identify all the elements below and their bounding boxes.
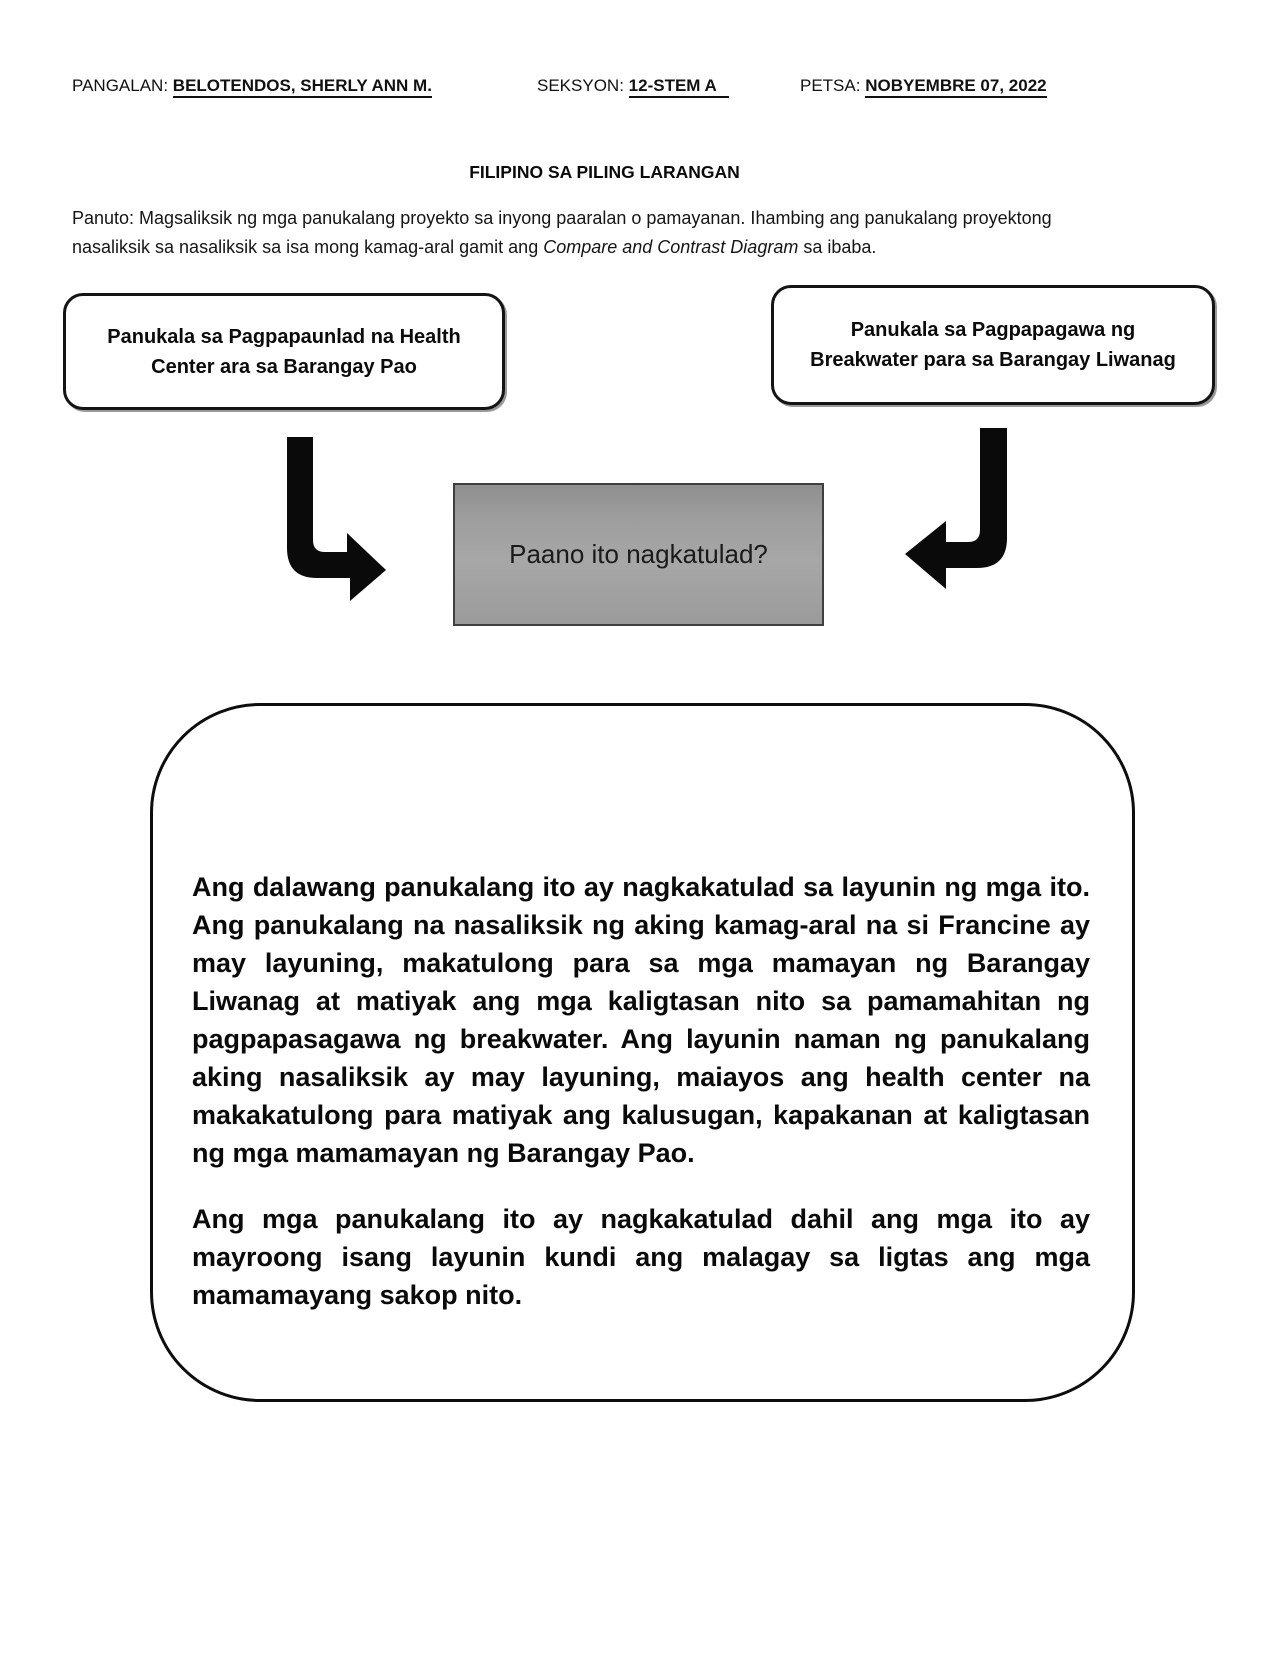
center-question-label: Paano ito nagkatulad? <box>509 539 768 569</box>
down-left-elbow-arrow-icon <box>905 428 1007 589</box>
answer-paragraph-2: Ang mga panukalang ito ay nagkakatulad d… <box>192 1204 1090 1310</box>
instructions-italic: Compare and Contrast Diagram <box>543 237 799 257</box>
student-name-field: PANGALAN: BELOTENDOS, SHERLY ANN M. <box>72 76 432 98</box>
section-value: 12-STEM A <box>628 76 729 98</box>
date-label: PETSA: <box>800 76 861 95</box>
instructions-prefix: Panuto: Magsaliksik ng mga panukalang pr… <box>72 208 1052 257</box>
proposal-box-left: Panukala sa Pagpapaunlad na Health Cente… <box>63 293 505 410</box>
instructions-suffix: sa ibaba. <box>798 237 877 257</box>
name-label: PANGALAN: <box>72 76 169 95</box>
instructions-text: Panuto: Magsaliksik ng mga panukalang pr… <box>72 204 1074 262</box>
center-question-box: Paano ito nagkatulad? <box>453 483 824 626</box>
page-title: FILIPINO SA PILING LARANGAN <box>469 162 740 182</box>
date-field: PETSA: NOBYEMBRE 07, 2022 <box>800 76 1047 98</box>
answer-container <box>150 703 1135 1402</box>
proposal-box-right: Panukala sa Pagpapagawa ng Breakwater pa… <box>771 285 1215 405</box>
proposal-box-left-label: Panukala sa Pagpapaunlad na Health Cente… <box>107 325 461 378</box>
section-field: SEKSYON: 12-STEM A <box>537 76 729 98</box>
proposal-box-right-label: Panukala sa Pagpapagawa ng Breakwater pa… <box>810 319 1176 371</box>
answer-text: Ang dalawang panukalang ito ay nagkakatu… <box>192 868 1090 1314</box>
answer-paragraph-1: Ang dalawang panukalang ito ay nagkakatu… <box>192 872 1090 1168</box>
section-label: SEKSYON: <box>537 76 624 95</box>
name-value: BELOTENDOS, SHERLY ANN M. <box>172 76 432 98</box>
date-value: NOBYEMBRE 07, 2022 <box>865 76 1047 98</box>
down-right-elbow-arrow-icon <box>287 437 386 601</box>
